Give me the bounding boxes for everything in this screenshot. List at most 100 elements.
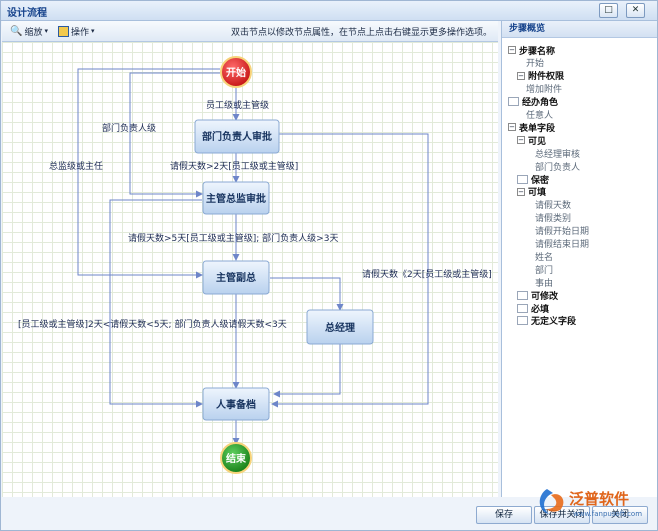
tree-node-label: 必填	[531, 304, 550, 315]
tree-node-label: 表单字段	[519, 123, 556, 134]
collapse-icon[interactable]: −	[517, 136, 525, 145]
dropdown-arrow-icon: ▾	[91, 27, 95, 35]
tree-node[interactable]: 经办角色	[508, 96, 558, 108]
tree-node-label: 姓名	[535, 252, 554, 263]
tree-node-label: 步骤名称	[519, 46, 556, 57]
tree-node[interactable]: 请假结束日期	[535, 238, 589, 250]
action-icon	[58, 25, 69, 37]
tree-node[interactable]: 请假类别	[535, 212, 571, 224]
tree-node[interactable]: 增加附件	[526, 83, 562, 95]
edge-label-l1: 员工级或主管级	[206, 99, 269, 111]
node-end[interactable]: 结束	[220, 442, 252, 474]
tree-node-label: 请假结束日期	[535, 240, 590, 250]
node-hr-archive[interactable]: 人事备档	[202, 387, 270, 421]
save-close-button[interactable]: 保存并关闭	[534, 506, 590, 524]
folder-icon	[517, 174, 528, 184]
tree-node-label: 无定义字段	[531, 317, 577, 328]
edge-label-l3: 总监级或主任	[49, 160, 103, 172]
node-start[interactable]: 开始	[220, 56, 252, 88]
folder-icon	[508, 97, 519, 107]
node-gm[interactable]: 总经理	[306, 309, 374, 345]
edge-director-hr	[109, 199, 203, 408]
collapse-icon[interactable]: −	[508, 46, 516, 54]
tree-node-label: 可修改	[531, 291, 559, 302]
tree-node-label: 可见	[528, 136, 547, 147]
edge-label-l5: 请假天数>5天[员工级或主管级]; 部门负责人级>3天	[128, 232, 338, 244]
edge-label-l2: 部门负责人级	[102, 122, 156, 134]
node-vp[interactable]: 主管副总	[202, 260, 270, 295]
edge-label-l6: 请假天数《2天[员工级或主管级]	[362, 268, 492, 280]
edge-label-l7: [员工级或主管级]2天<请假天数<5天; 部门负责人级请假天数<3天	[18, 318, 287, 330]
toolbar-hint: 双击节点以修改节点属性，在节点上点击右键显示更多操作选项。	[230, 28, 492, 38]
folder-icon	[517, 303, 528, 313]
node-hr-label: 人事备档	[216, 398, 256, 411]
action-label: 操作	[71, 27, 90, 38]
edge-start-vp	[77, 68, 220, 279]
tree-node[interactable]: 总经理审核	[535, 147, 581, 160]
tree-node[interactable]: −可填	[517, 186, 546, 198]
flow-diagram: 员工级或主管级 部门负责人级 总监级或主任 请假天数>2天[员工级或主管级] 请…	[18, 56, 492, 474]
brand-url: www.fanpusoft.com	[573, 510, 642, 518]
tree-node[interactable]: 事由	[535, 276, 554, 289]
tree-node-label: 部门	[535, 265, 554, 276]
tree-node[interactable]: 部门负责人	[535, 160, 581, 173]
node-director-approval[interactable]: 主管总监审批	[202, 181, 270, 215]
tree-node[interactable]: 无定义字段	[517, 315, 576, 327]
tree-node[interactable]: 必填	[517, 302, 550, 315]
brand-name: 泛普软件	[569, 490, 629, 508]
node-dept-approval[interactable]: 部门负责人审批	[194, 119, 280, 154]
node-start-label: 开始	[226, 66, 246, 79]
edges	[77, 68, 429, 445]
edge-start-director	[129, 72, 220, 198]
tree-node-label: 事由	[535, 278, 554, 289]
title-bar: 设计流程 □ ✕	[1, 1, 657, 21]
panel-title: 步骤概览	[502, 21, 657, 38]
tree-node-label: 总经理审核	[535, 149, 581, 160]
tree-node[interactable]: 可修改	[517, 289, 559, 302]
tree-node-label: 保密	[531, 175, 550, 186]
tree-node-label: 部门负责人	[535, 162, 581, 173]
tree-node[interactable]: −可见	[517, 134, 547, 147]
node-end-label: 结束	[226, 452, 247, 465]
node-director-label: 主管总监审批	[206, 192, 266, 205]
edge-dept-hr	[270, 133, 429, 408]
folder-icon	[517, 316, 528, 326]
zoom-menu-button[interactable]: 🔍 缩放 ▾	[10, 24, 48, 38]
toolbar: 🔍 缩放 ▾ 操作 ▾ 双击节点以修改节点属性，在节点上点击右键显示更多操作选项…	[2, 21, 498, 42]
tree-node[interactable]: −表单字段	[508, 121, 556, 134]
collapse-icon[interactable]: −	[517, 71, 525, 80]
tree-node-label: 任意人	[526, 111, 554, 121]
tree-node-label: 经办角色	[522, 98, 559, 109]
window-title: 设计流程	[7, 8, 47, 19]
zoom-label: 缩放	[24, 27, 43, 38]
tree-node[interactable]: −步骤名称	[508, 44, 556, 57]
edge-label-l4: 请假天数>2天[员工级或主管级]	[170, 160, 298, 172]
tree-node-label: 附件权限	[528, 72, 565, 83]
tree-node[interactable]: 部门	[535, 263, 554, 276]
restore-icon[interactable]: □	[599, 3, 618, 18]
node-vp-label: 主管副总	[216, 271, 256, 284]
save-button[interactable]: 保存	[476, 506, 532, 524]
tree-node-label: 开始	[526, 59, 545, 70]
tree-node-label: 请假天数	[535, 201, 572, 212]
tree-node[interactable]: 保密	[517, 173, 550, 186]
tree-node[interactable]: 任意人	[526, 109, 553, 121]
node-dept-label: 部门负责人审批	[202, 130, 272, 143]
tree-node[interactable]: 姓名	[535, 250, 554, 263]
collapse-icon[interactable]: −	[517, 187, 525, 196]
close-icon[interactable]: ✕	[626, 3, 645, 18]
tree-node[interactable]: −附件权限	[517, 70, 564, 82]
tree-node-label: 增加附件	[526, 85, 563, 96]
edge-gm-hr	[273, 344, 341, 398]
flow-canvas[interactable]: 员工级或主管级 部门负责人级 总监级或主任 请假天数>2天[员工级或主管级] 请…	[2, 42, 498, 497]
edge-vp-gm	[270, 277, 344, 311]
tree-node[interactable]: 开始	[526, 57, 544, 69]
tree-node[interactable]: 请假天数	[535, 199, 571, 211]
close-button[interactable]: 关闭	[592, 506, 648, 524]
tree-node[interactable]: 请假开始日期	[535, 225, 589, 237]
action-menu-button[interactable]: 操作 ▾	[58, 24, 95, 38]
folder-icon	[517, 290, 528, 300]
step-overview-panel: 步骤概览 −步骤名称开始−附件权限增加附件经办角色任意人−表单字段−可见总经理审…	[501, 21, 657, 497]
collapse-icon[interactable]: −	[508, 123, 516, 132]
